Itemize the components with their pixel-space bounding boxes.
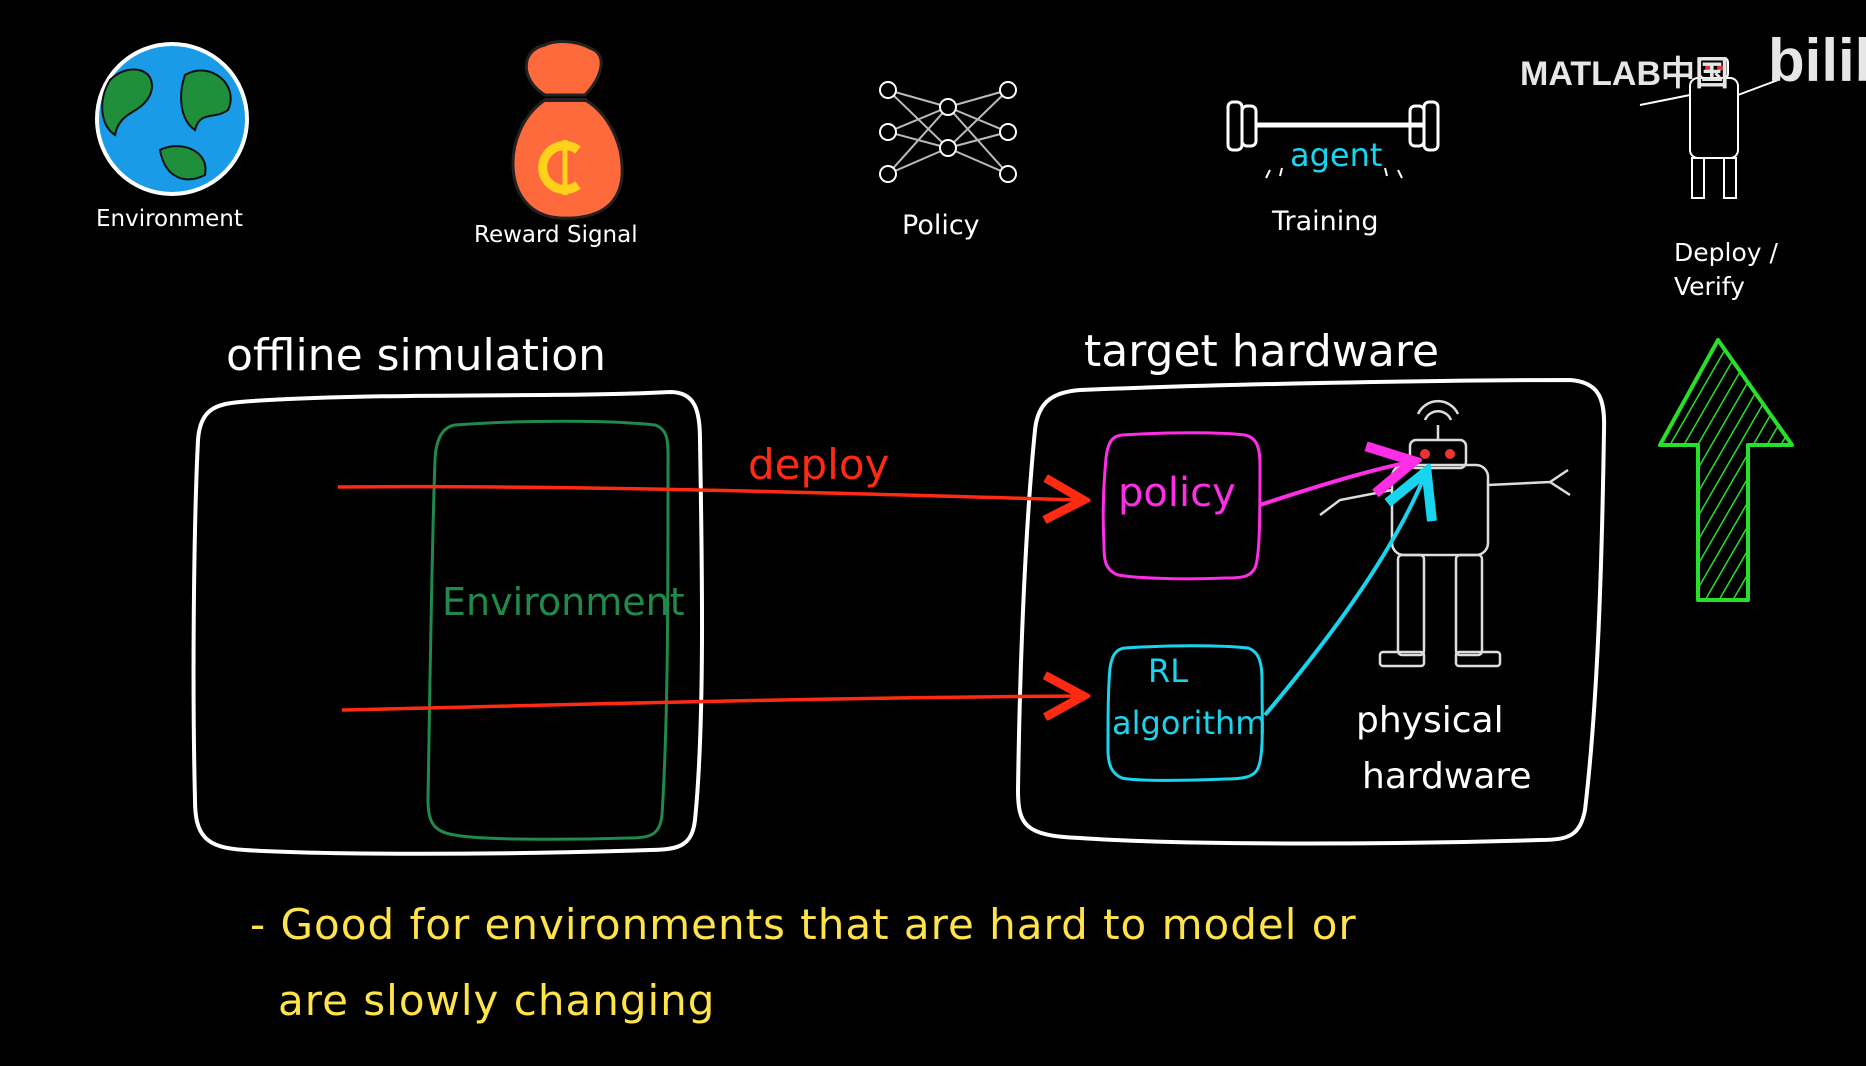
label-training: Training [1272, 206, 1379, 237]
environment-label: Environment [442, 580, 685, 624]
note-line-1: - Good for environments that are hard to… [250, 900, 1357, 949]
algorithm-label: algorithm [1112, 704, 1267, 742]
neural-network-icon [879, 81, 1017, 183]
rl-label: RL [1148, 652, 1189, 690]
note-line-2: are slowly changing [278, 976, 716, 1025]
policy-to-robot-arrow [1259, 462, 1410, 507]
label-reward-signal: Reward Signal [474, 222, 638, 248]
physical-hardware-robot-icon [1319, 399, 1571, 668]
deploy-label: deploy [748, 440, 890, 489]
physical-label: physical [1356, 700, 1504, 741]
hardware-label: hardware [1362, 756, 1532, 797]
robot-icon [1639, 57, 1779, 199]
bilibili-watermark: bilib [1768, 27, 1866, 94]
matlab-watermark: MATLAB中国 [1520, 55, 1729, 93]
policy-box [1101, 431, 1262, 581]
label-deploy-verify: Deploy / Verify [1674, 238, 1778, 301]
rl-algorithm-box [1106, 644, 1264, 782]
agent-badge: agent [1290, 136, 1383, 174]
label-environment: Environment [96, 206, 243, 232]
label-policy: Policy [902, 210, 980, 241]
offline-simulation-box [191, 389, 705, 856]
deploy-arrow-top [337, 487, 1080, 500]
rl-to-robot-arrow [1263, 475, 1425, 717]
offline-simulation-title: offline simulation [226, 330, 606, 381]
target-hardware-title: target hardware [1084, 326, 1440, 377]
globe-icon [95, 42, 249, 196]
money-bag-icon [511, 40, 624, 220]
deploy-arrow-bottom [341, 696, 1080, 710]
environment-box [426, 419, 670, 841]
barbell-icon [1226, 100, 1440, 179]
policy-label: policy [1118, 470, 1236, 516]
target-hardware-box [1015, 377, 1607, 846]
deploy-arrow-icon [1658, 338, 1794, 602]
